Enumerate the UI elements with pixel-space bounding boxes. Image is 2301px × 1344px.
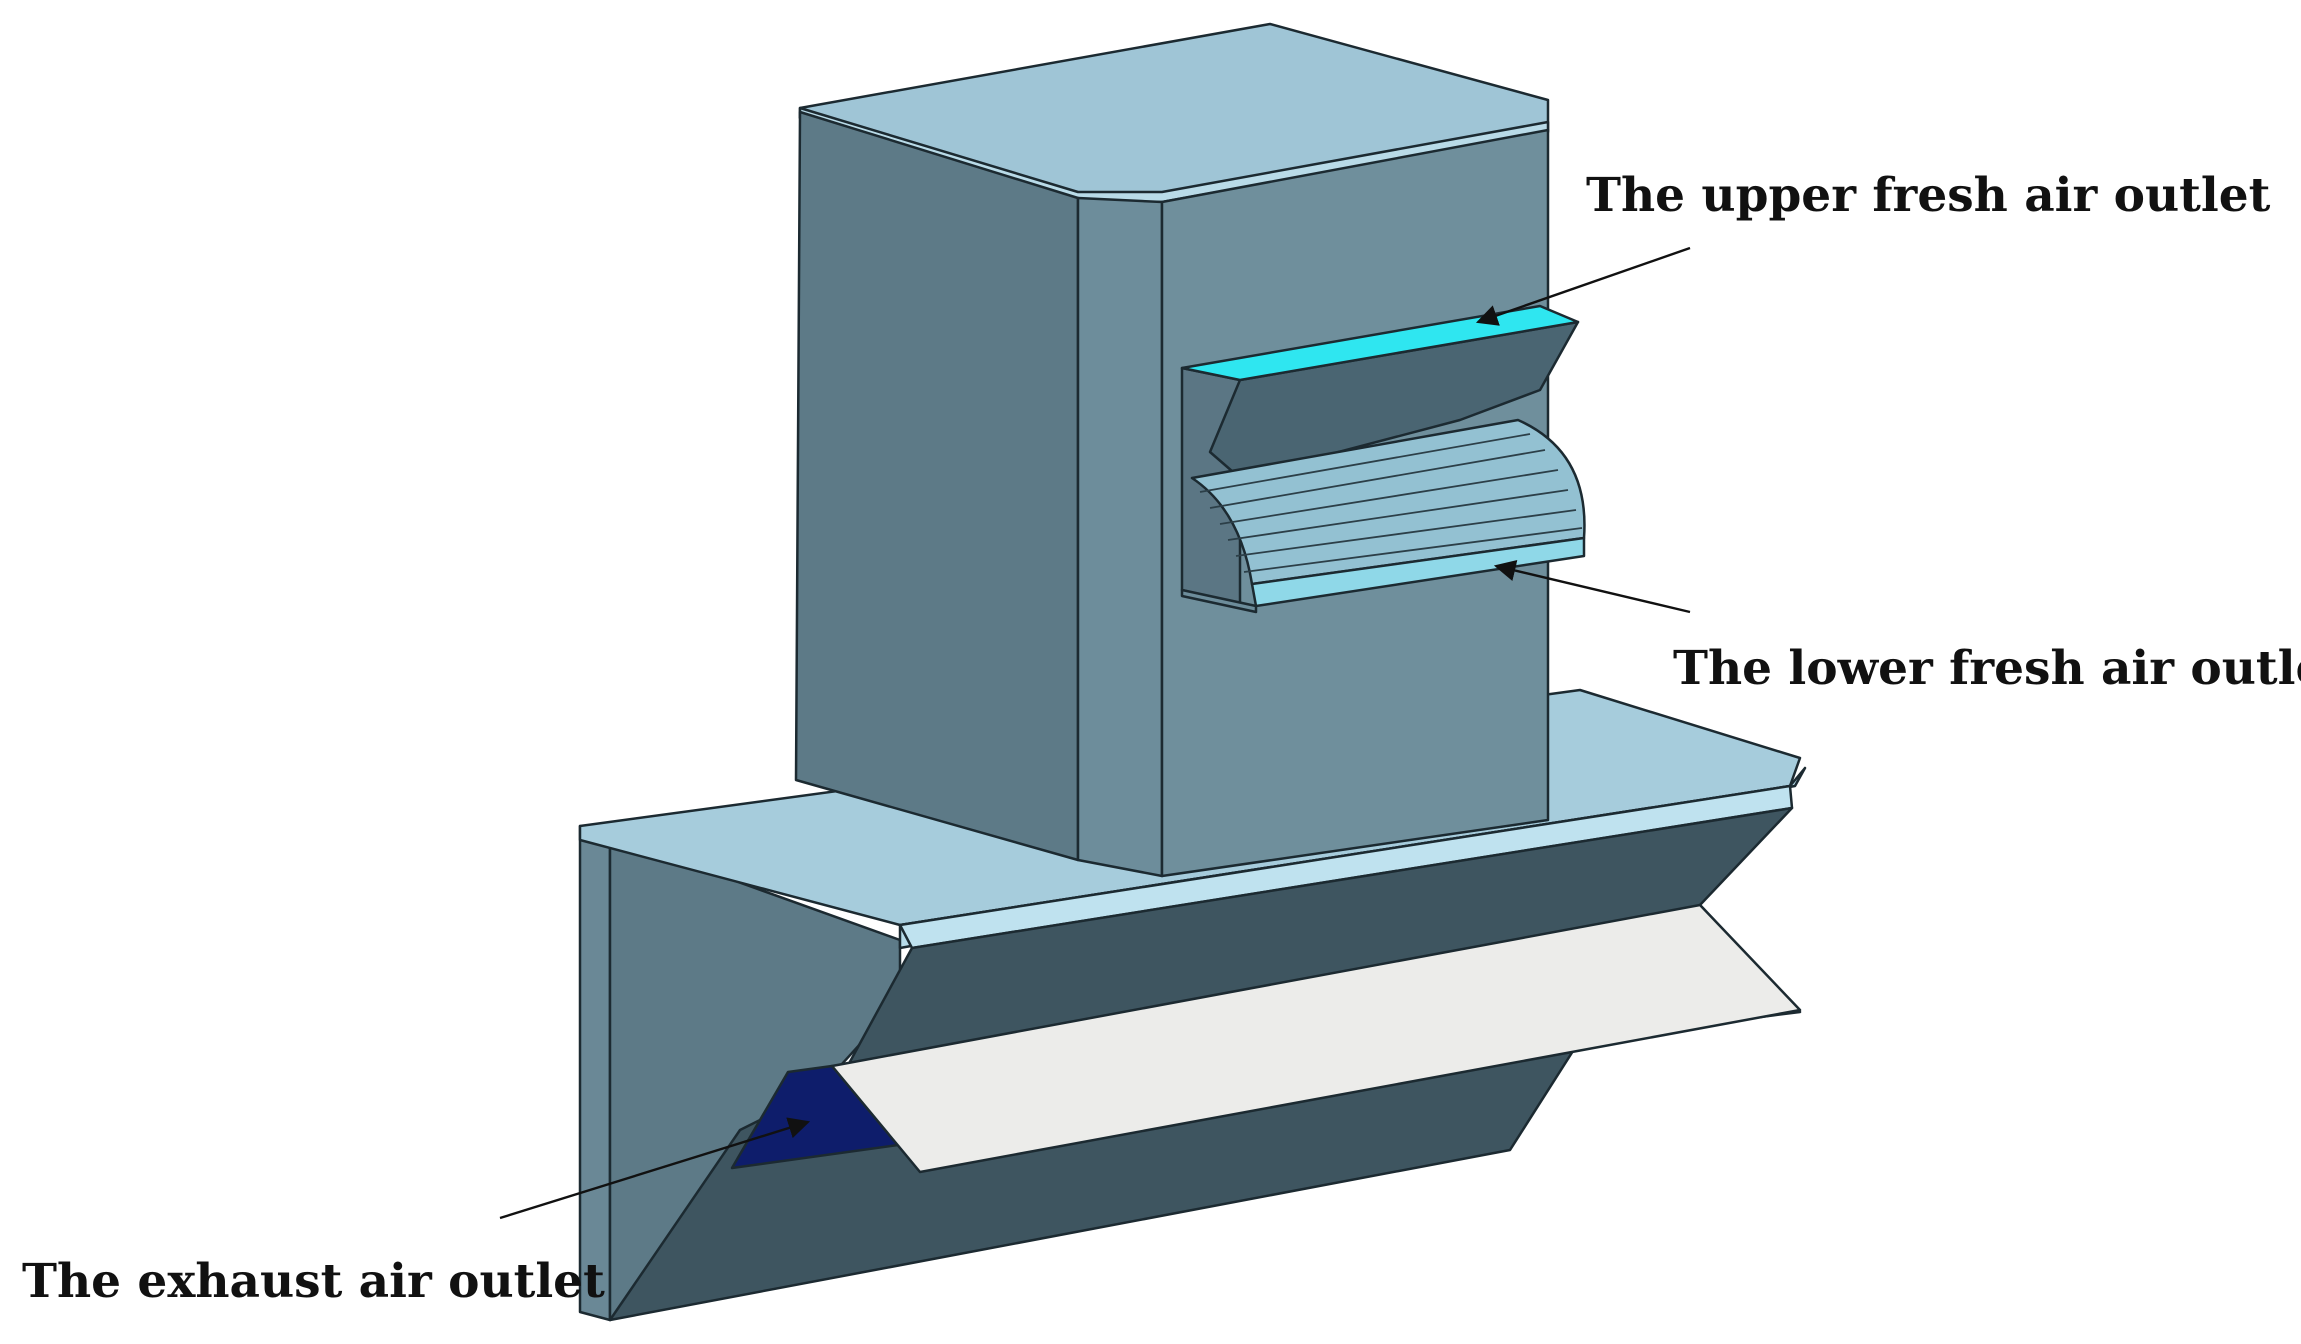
louver-lines xyxy=(1199,433,1583,573)
upper-fresh-air-outlet-label: The upper fresh air outlet xyxy=(1586,168,2271,223)
leader-lines xyxy=(499,246,1691,1220)
lower-fresh-air-outlet-label: The lower fresh air outlet xyxy=(1673,641,2301,696)
lower-fresh-air-outlet-face xyxy=(1250,536,1586,608)
tower-bevel-strip xyxy=(1076,196,1164,878)
fresh-air-unit xyxy=(1180,304,1586,614)
exhaust-panel xyxy=(830,903,1802,1174)
exhaust-air-outlet-label: The exhaust air outlet xyxy=(22,1254,605,1309)
exhaust-outlet-leader xyxy=(499,1117,811,1220)
upper-outlet-leader xyxy=(1475,246,1691,326)
lower-outlet-lip xyxy=(1180,588,1258,614)
lower-outlet-leader xyxy=(1493,559,1691,614)
hood-left-face xyxy=(578,824,612,1322)
tower-left-face xyxy=(794,110,1080,862)
